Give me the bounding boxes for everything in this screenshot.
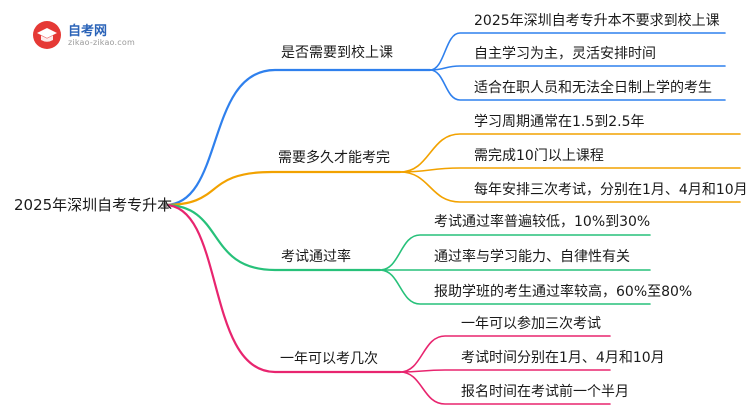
branch-connector-pass-rate xyxy=(163,203,382,272)
leaf-pass-rate-3: 报助学班的考生通过率较高，60%至80% xyxy=(434,284,693,300)
leaf-connector-exams-1 xyxy=(399,335,611,373)
leaf-connector-attendance-3 xyxy=(429,69,726,101)
branch-label-exams-per-year: 一年可以考几次 xyxy=(280,351,378,367)
leaf-connector-pass-rate-3 xyxy=(379,269,651,305)
leaf-connector-duration-1 xyxy=(399,133,741,173)
branch-label-duration: 需要多久才能考完 xyxy=(278,150,390,166)
root-connector-dot xyxy=(162,202,168,208)
leaf-connector-attendance-1 xyxy=(429,32,726,71)
branch-connector-duration xyxy=(163,170,402,207)
logo-title: 自考网 xyxy=(68,24,108,39)
graduation-cap-icon xyxy=(33,21,61,49)
branch-label-attendance: 是否需要到校上课 xyxy=(281,45,393,61)
leaf-duration-1: 学习周期通常在1.5到2.5年 xyxy=(474,114,645,130)
leaf-attendance-1: 2025年深圳自考专升本不要求到校上课 xyxy=(474,13,720,29)
leaf-duration-3: 每年安排三次考试，分别在1月、4月和10月 xyxy=(474,182,748,198)
leaf-connector-duration-2 xyxy=(399,167,741,173)
leaf-connector-exams-2 xyxy=(399,369,611,373)
leaf-duration-2: 需完成10门以上课程 xyxy=(474,148,604,164)
leaf-pass-rate-2: 通过率与学习能力、自律性有关 xyxy=(434,249,630,265)
leaf-exams-1: 一年可以参加三次考试 xyxy=(461,316,601,332)
logo-url: zikao-zikao.com xyxy=(68,38,135,47)
leaf-attendance-3: 适合在职人员和无法全日制上学的考生 xyxy=(474,80,712,96)
leaf-connector-attendance-2 xyxy=(429,65,726,71)
leaf-attendance-2: 自主学习为主，灵活安排时间 xyxy=(474,46,656,62)
branch-connector-attendance xyxy=(163,68,432,207)
root-topic: 2025年深圳自考专升本 xyxy=(14,196,173,214)
site-logo[interactable]: 自考网 zikao-zikao.com xyxy=(32,18,172,52)
leaf-connector-pass-rate-1 xyxy=(379,234,651,271)
leaf-connector-exams-3 xyxy=(399,371,611,405)
leaf-exams-3: 报名时间在考试前一个半月 xyxy=(461,384,629,400)
branch-connector-exams xyxy=(163,203,402,374)
leaf-pass-rate-1: 考试通过率普遍较低，10%到30% xyxy=(434,214,651,230)
branch-label-pass-rate: 考试通过率 xyxy=(281,249,351,265)
leaf-exams-2: 考试时间分别在1月、4月和10月 xyxy=(461,350,665,366)
leaf-connector-duration-3 xyxy=(399,171,741,203)
